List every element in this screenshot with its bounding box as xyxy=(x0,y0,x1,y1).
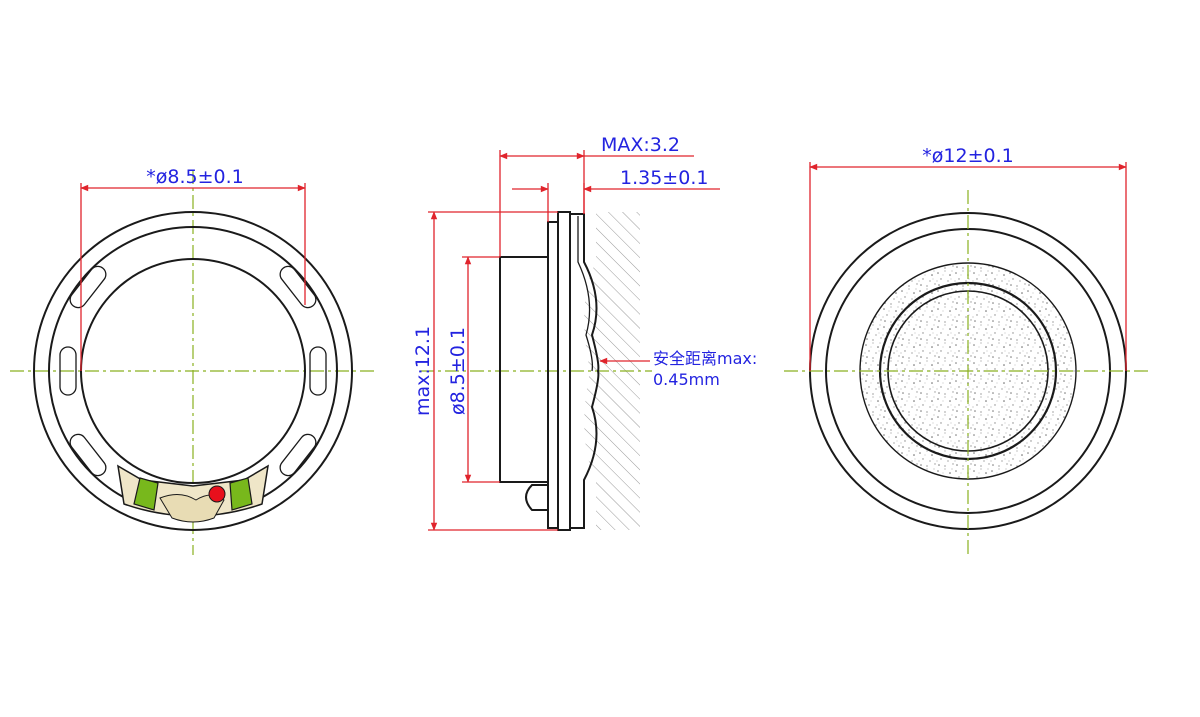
vent-slot xyxy=(59,346,77,396)
side-view: MAX:3.2 1.35±0.1 max:12.1 ø8.5±0.1 xyxy=(412,134,757,531)
body-diameter-label: ø8.5±0.1 xyxy=(447,327,469,415)
front-diameter-label: *ø12±0.1 xyxy=(922,145,1013,167)
frame-depth-dimension: 1.35±0.1 xyxy=(512,167,720,222)
vent-slot xyxy=(309,346,327,396)
terminal-tab xyxy=(525,484,548,511)
back-diameter-label: *ø8.5±0.1 xyxy=(146,166,243,188)
front-diameter-dimension: *ø12±0.1 xyxy=(809,145,1127,371)
vent-slot xyxy=(69,265,107,309)
cone-inner-profile xyxy=(577,216,594,372)
vent-slot xyxy=(279,433,317,477)
clearance-note: 安全距离max: 0.45mm xyxy=(599,349,757,389)
magnet-body xyxy=(499,256,549,483)
mounting-wall-hatch xyxy=(584,212,640,530)
positive-terminal-dot xyxy=(208,485,226,503)
clearance-label-line2: 0.45mm xyxy=(653,370,720,389)
cone-profile xyxy=(570,213,600,529)
terminal-pad-right xyxy=(229,477,253,511)
back-diameter-dimension: *ø8.5±0.1 xyxy=(80,166,306,371)
back-view: *ø8.5±0.1 xyxy=(10,166,378,555)
back-outer-rim xyxy=(33,211,353,531)
vent-slot xyxy=(279,265,317,309)
front-view: *ø12±0.1 xyxy=(784,145,1152,555)
frame-plate xyxy=(557,211,571,531)
max-height-label: max:12.1 xyxy=(412,326,434,416)
body-diameter-dimension: ø8.5±0.1 xyxy=(447,256,500,483)
back-vent-slots xyxy=(59,265,327,477)
frame-depth-label: 1.35±0.1 xyxy=(620,167,708,189)
vent-slot xyxy=(69,433,107,477)
frame-plate xyxy=(547,221,559,529)
max-height-dimension: max:12.1 xyxy=(412,211,558,531)
max-depth-dimension: MAX:3.2 xyxy=(499,134,694,257)
terminal-block xyxy=(117,464,269,523)
clearance-label-line1: 安全距离max: xyxy=(653,349,757,368)
max-depth-label: MAX:3.2 xyxy=(601,134,680,156)
terminal-pad-left xyxy=(133,477,159,511)
